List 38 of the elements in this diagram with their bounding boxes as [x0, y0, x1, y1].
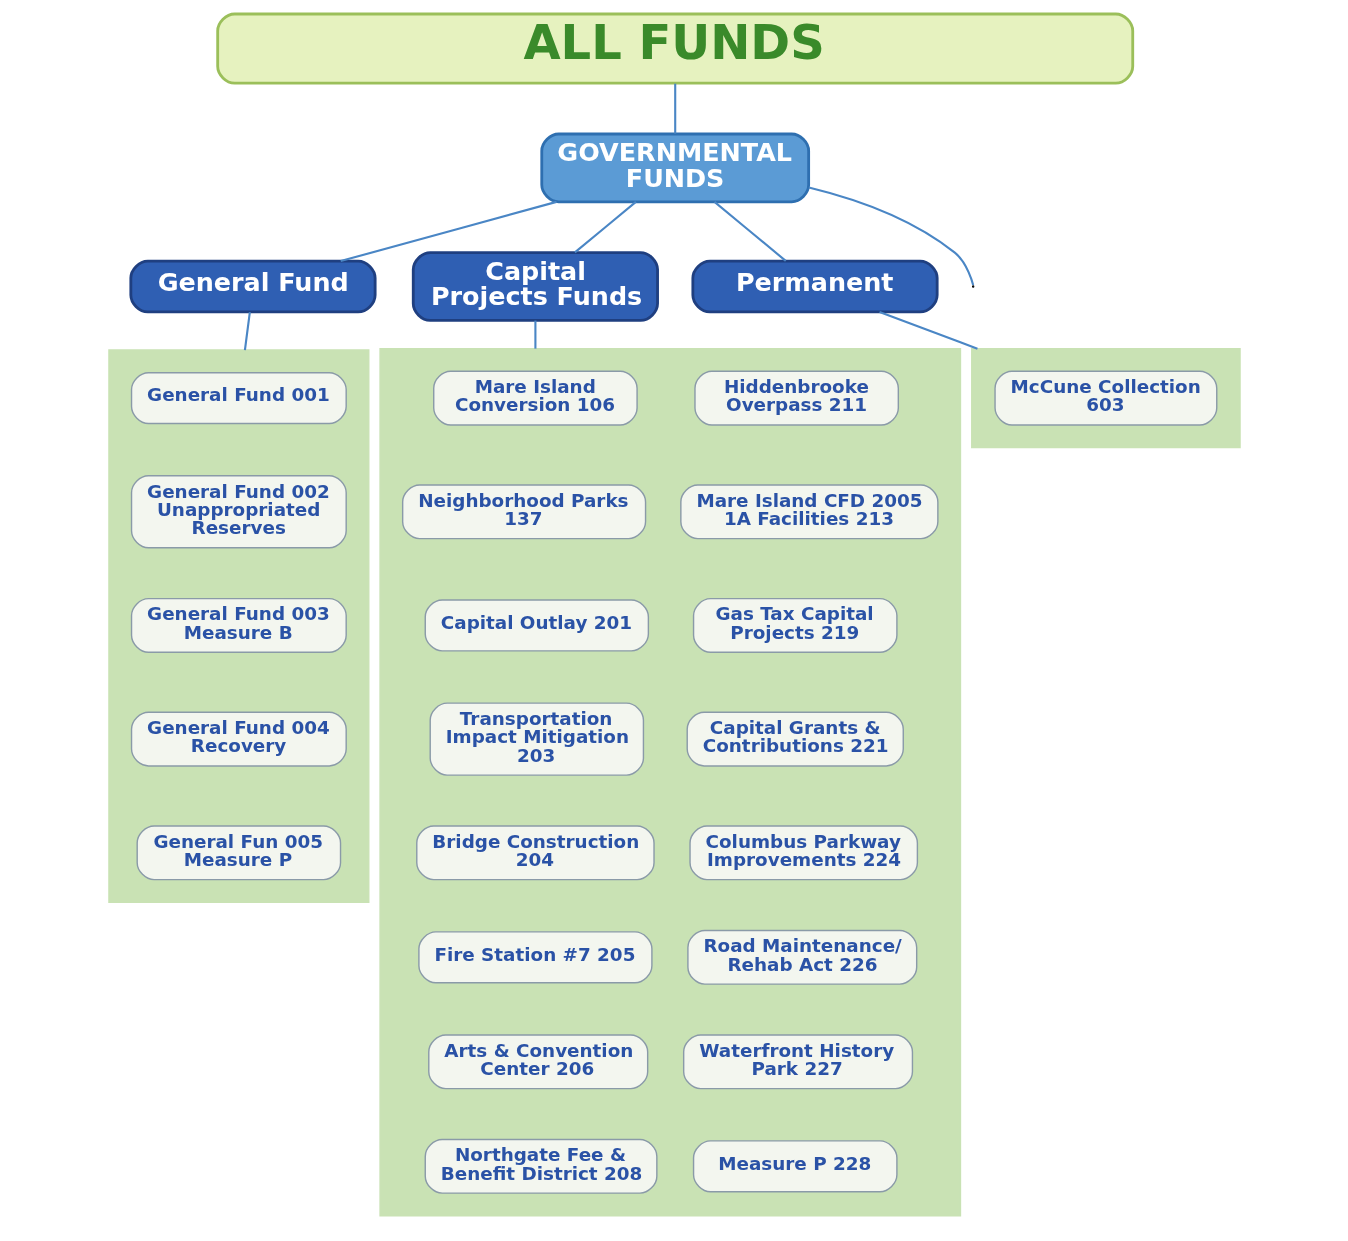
cluster [970, 347, 1241, 449]
cluster [107, 349, 369, 903]
node-box: Capital Grants & Contributions 221 [686, 711, 904, 767]
node-box: General Fund [128, 259, 377, 314]
node-box: General Fund 004 Recovery [130, 711, 347, 767]
node-box: Mare Island CFD 2005 1A Facilities 213 [679, 484, 939, 540]
node-box: GOVERNMENTAL FUNDS [539, 132, 810, 204]
connector [808, 186, 974, 286]
node-box: Measure P 228 [692, 1140, 898, 1193]
node-box: General Fund 001 [130, 371, 347, 425]
connector [573, 201, 637, 254]
node-box: Bridge Construction 204 [415, 825, 655, 881]
node-box: Waterfront History Park 227 [682, 1034, 913, 1090]
node-box: Gas Tax Capital Projects 219 [692, 597, 898, 653]
node-box: Permanent [690, 259, 939, 314]
cluster [378, 347, 961, 1217]
connector [878, 311, 978, 350]
node-box: Arts & Convention Center 206 [427, 1034, 648, 1090]
node-box: Columbus Parkway Improvements 224 [688, 825, 918, 881]
node-box: Hiddenbrooke Overpass 211 [693, 370, 899, 426]
node-box: Transportation Impact Mitigation 203 [429, 702, 644, 776]
node-box: Road Maintenance/ Rehab Act 226 [686, 929, 917, 985]
node-box: General Fund 002 Unappropriated Reserves [130, 475, 347, 549]
node-box: General Fund 003 Measure B [130, 597, 347, 653]
connector [713, 201, 786, 262]
node-box: Fire Station #7 205 [417, 931, 653, 984]
node-box: Mare Island Conversion 106 [432, 370, 638, 426]
connector [673, 83, 676, 134]
connector [533, 320, 536, 349]
node-box: ALL FUNDS [215, 12, 1134, 85]
node-box: General Fun 005 Measure P [136, 825, 341, 881]
connector [243, 311, 251, 351]
connector [339, 200, 557, 263]
node-box: Neighborhood Parks 137 [401, 484, 646, 540]
node-box: Capital Outlay 201 [424, 599, 649, 652]
node-box: Capital Projects Funds [411, 251, 659, 322]
node-box: Northgate Fee & Benefit District 208 [424, 1138, 658, 1194]
node-box: McCune Collection 603 [993, 370, 1217, 426]
